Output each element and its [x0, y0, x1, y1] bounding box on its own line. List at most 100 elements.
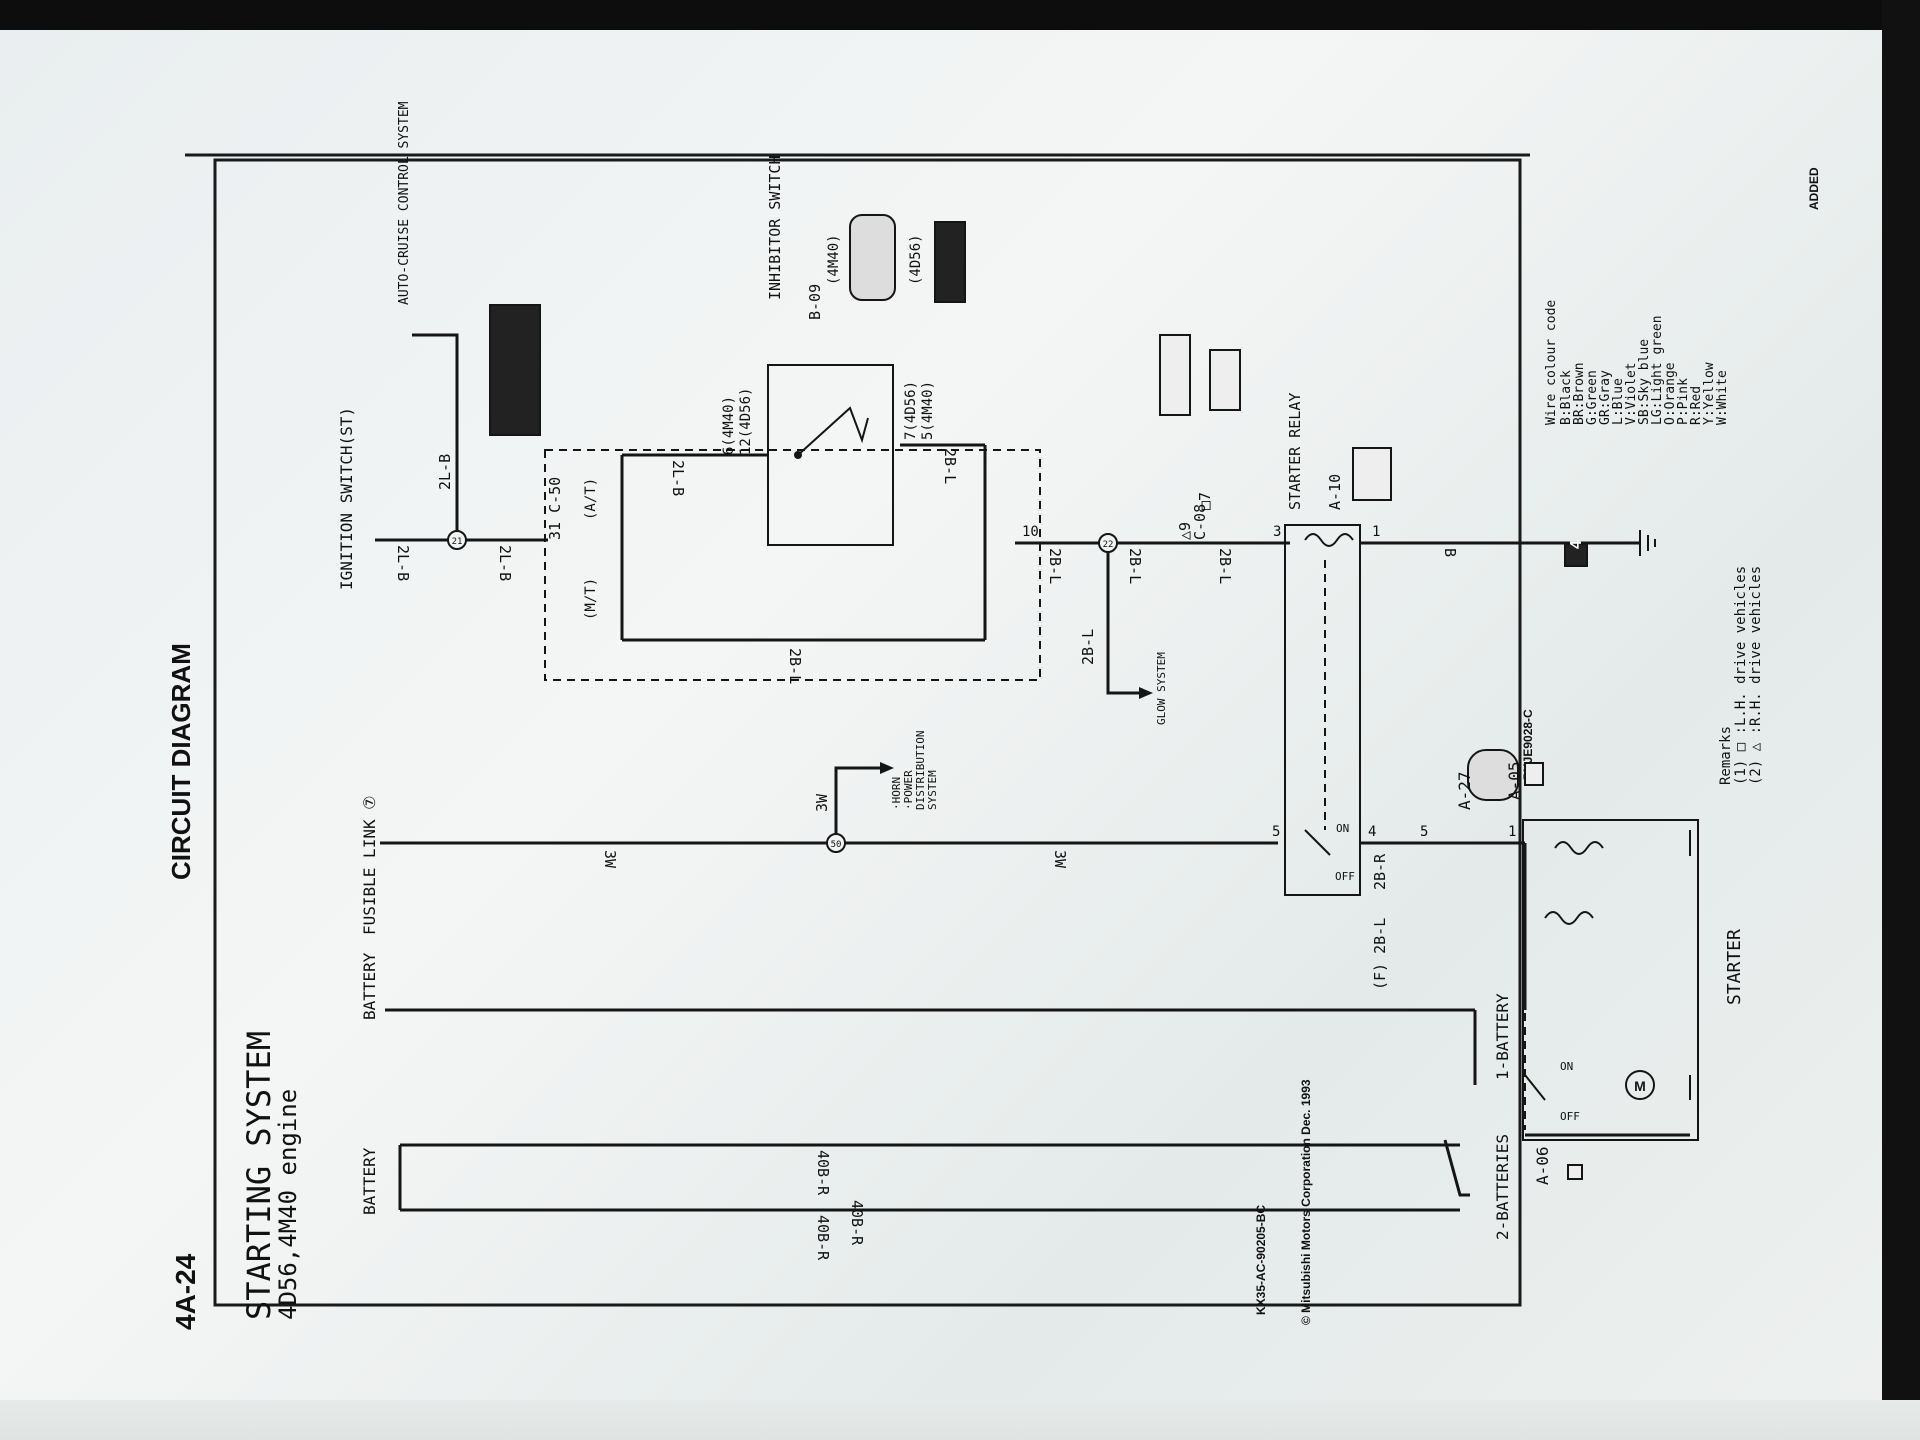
colour-code-item: G:Green — [1585, 370, 1600, 425]
starter-contact — [1524, 1074, 1546, 1101]
c08-tri-pin: △9 — [1176, 522, 1194, 540]
glow-system-label: GLOW SYSTEM — [1155, 652, 1168, 725]
junction-21 — [447, 530, 467, 550]
motor-symbol: M — [1634, 1078, 1646, 1094]
photo-bottom-edge — [0, 1400, 1920, 1440]
starter-on: ON — [1560, 1060, 1573, 1073]
wire-label-2bl-glow: 2B-L — [1079, 629, 1097, 665]
wire-label-3w-branch: 3W — [813, 793, 831, 812]
colour-code-item: R:Red — [1689, 386, 1704, 425]
mt-label: (M/T) — [583, 578, 599, 620]
colour-code-item: V:Violet — [1624, 362, 1639, 425]
starter-relay-id: A-10 — [1326, 474, 1344, 510]
connector-a10-icon — [1352, 447, 1392, 501]
remarks-title: Remarks — [1718, 726, 1734, 785]
junction-21-label: 21 — [452, 537, 463, 547]
arrow-horn — [880, 762, 894, 774]
inhibitor-switch-box — [767, 364, 894, 546]
battery-2-label: BATTERY — [360, 952, 379, 1020]
at-label: (A/T) — [583, 478, 599, 520]
wire-label-2bl-1: 2B-L — [941, 448, 959, 484]
connector-a05-label: A-05 — [1505, 761, 1524, 800]
starter-label: STARTER — [1724, 929, 1745, 1005]
pin-1: 1 — [1508, 824, 1516, 840]
wire-2lb-cruise — [412, 333, 459, 540]
colour-code-item: B:Black — [1559, 370, 1574, 425]
connector-c08-icon-a — [1159, 334, 1191, 416]
wire-label-2bl-3: 2B-L — [1126, 548, 1144, 584]
colour-code-item: L:Blue — [1611, 378, 1626, 425]
c08-connector-label: C-08 — [1191, 504, 1209, 540]
connector-b09-4d56-icon — [934, 221, 966, 303]
wire-label-2bl-2: 2B-L — [1046, 548, 1064, 584]
pin-6-4m40: 6(4M40) — [721, 396, 737, 455]
colour-code-item: LG:Light green — [1650, 315, 1665, 425]
connector-a27-icon — [1467, 749, 1519, 801]
pin-4: 4 — [1368, 824, 1376, 840]
inhibitor-pivot — [794, 451, 802, 459]
fusible-link-label: FUSIBLE LINK ⑦ — [360, 795, 379, 935]
monitor-bezel-right — [1882, 0, 1920, 1440]
connector-a06-icon — [1567, 1164, 1583, 1180]
starter-relay-box — [1284, 524, 1361, 896]
doc-code: KX35-AC-90205-BC — [1254, 1205, 1268, 1315]
colour-code-item: SB:Sky blue — [1637, 339, 1652, 425]
system-title: STARTING SYSTEM — [240, 1031, 278, 1320]
ignition-switch-label: IGNITION SWITCH(ST) — [337, 407, 356, 590]
ground-marker-box — [1564, 543, 1588, 567]
remarks-line-1: (1) □ :L.H. drive vehicles — [1733, 566, 1749, 785]
wire-label-40br-2: 40B-R — [814, 1150, 832, 1196]
junction-22-label: 22 — [1103, 540, 1114, 550]
wire-label-2lb-inhib: 2L-B — [669, 460, 687, 496]
battery-1-label: BATTERY — [360, 1147, 379, 1215]
connector-a05-icon — [1524, 762, 1544, 786]
starter-relay-label: STARTER RELAY — [1286, 393, 1304, 510]
starter-solenoid-1 — [1554, 841, 1604, 855]
pin-1b: 1 — [1372, 524, 1380, 540]
wire-label-2bl-4: 2B-L — [1216, 548, 1234, 584]
colour-code-item: O:Orange — [1663, 362, 1678, 425]
connector-c08-icon-b — [1209, 349, 1241, 411]
connector-4d56-label: (4D56) — [908, 234, 924, 285]
added-mark: ADDED — [1807, 167, 1821, 210]
horn-line-4: SYSTEM — [926, 770, 939, 810]
wire-label-40br-1: 40B-R — [848, 1200, 866, 1246]
pin-3: 3 — [1273, 524, 1281, 540]
monitor-bezel-top — [0, 0, 1920, 30]
wire-label-3w-2: 3W — [1051, 850, 1069, 869]
wire-label-2lb-up: 2L-B — [436, 454, 454, 490]
wire-label-40br-3: 40B-R — [814, 1215, 832, 1261]
pin-10: 10 — [1022, 524, 1039, 540]
connector-4m40-label: (4M40) — [826, 234, 842, 285]
batteries-1-label: 1-BATTERY — [1493, 993, 1512, 1080]
colour-code-item: P:Pink — [1676, 378, 1691, 425]
colour-code-title: Wire colour code — [1544, 300, 1559, 425]
sheet-frame — [213, 158, 1522, 1307]
horn-line-2: ·POWER — [902, 770, 915, 810]
ground-marker-label: 4 — [1568, 540, 1585, 549]
wire-2bl-glow — [1106, 543, 1145, 695]
c50-connector-label: 31 C-50 — [546, 477, 564, 540]
colour-code-item: W:White — [1715, 370, 1730, 425]
pin-5: 5 — [1272, 824, 1280, 840]
wire-label-3w-1: 3W — [601, 850, 619, 869]
connector-a06-label: A-06 — [1533, 1146, 1552, 1185]
connector-b09-4m40-icon — [849, 214, 896, 301]
engine-line: 4D56,4M40 engine — [274, 1089, 302, 1320]
wire-label-2bl-mt: 2B-L — [786, 648, 804, 684]
relay-contact — [1304, 829, 1331, 856]
arrow-glow — [1139, 687, 1153, 699]
inhibitor-contact — [797, 406, 869, 456]
colour-code-item: GR:Gray — [1598, 370, 1613, 425]
remarks-line-2: (2) △ :R.H. drive vehicles — [1748, 566, 1764, 785]
wire-label-2bl-lower: (F) 2B-L — [1371, 918, 1389, 990]
colour-code-legend: Wire colour code B:Black BR:Brown G:Gree… — [1544, 300, 1730, 425]
relay-coil — [1304, 533, 1354, 547]
wire-label-2br: 2B-R — [1371, 853, 1389, 890]
starter-off: OFF — [1560, 1110, 1580, 1123]
wire-label-2lb-2: 2L-B — [496, 545, 514, 581]
inhibitor-id: B-09 — [806, 284, 824, 320]
colour-code-item: Y:Yellow — [1702, 362, 1717, 425]
pin-5-4m40: 5(4M40) — [920, 381, 936, 440]
